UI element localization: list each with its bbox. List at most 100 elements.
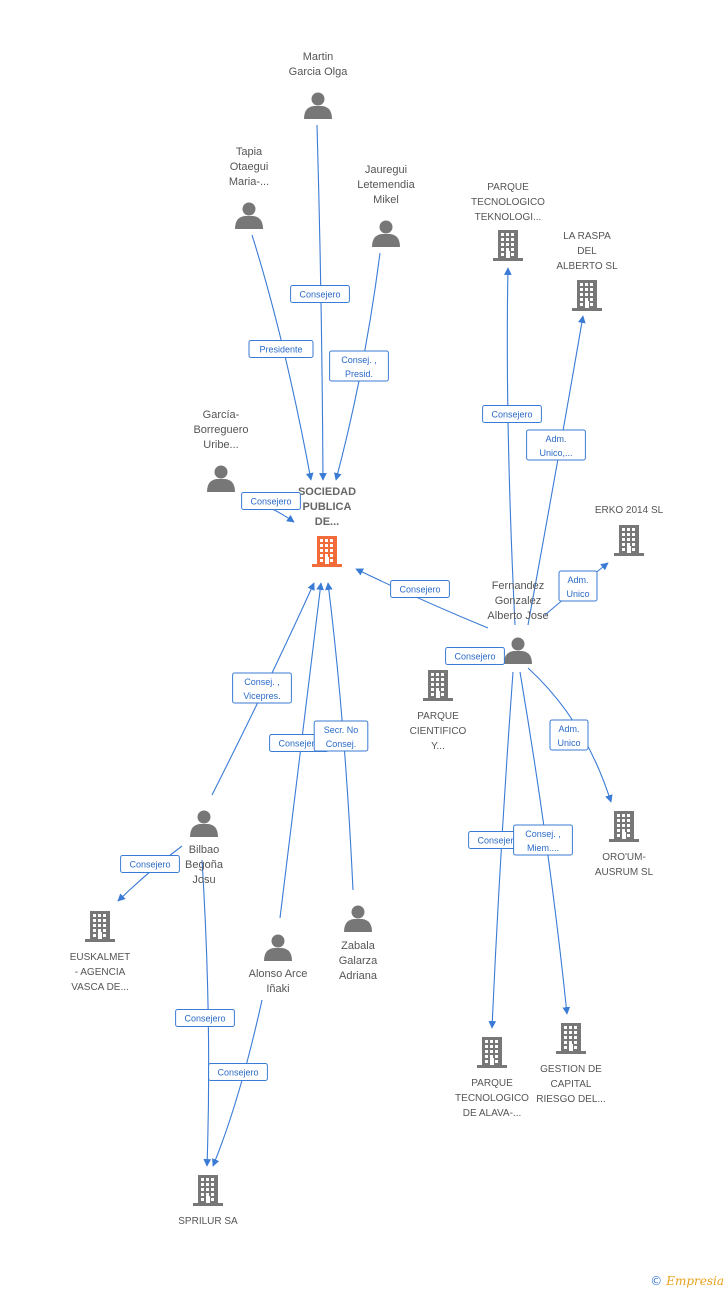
- building-window: [590, 298, 593, 301]
- edge-label[interactable]: Consejero: [241, 492, 301, 510]
- building-window: [436, 683, 439, 686]
- node-label-line: Uribe...: [203, 439, 238, 451]
- building-window: [564, 1046, 567, 1049]
- building-window: [330, 549, 333, 552]
- building-window: [103, 929, 106, 932]
- building-window: [622, 533, 625, 536]
- edge-label-box: [232, 672, 292, 704]
- edge-label-box: [558, 570, 598, 602]
- building-window: [627, 533, 630, 536]
- edge-label[interactable]: Consej. ,Miem....: [513, 824, 573, 856]
- node-label-line: Gonzalez: [495, 595, 541, 607]
- building-window: [201, 1188, 204, 1191]
- node-label-line: ORO'UM-: [602, 852, 646, 863]
- person-body: [190, 824, 218, 837]
- node-parque-tek[interactable]: PARQUETECNOLOGICOTEKNOLOGI...: [471, 182, 545, 261]
- node-label-line: Letemendia: [357, 179, 415, 191]
- edge-label[interactable]: Consejero: [482, 405, 542, 423]
- edge-label[interactable]: Consejero: [208, 1063, 268, 1081]
- building-window: [330, 554, 333, 557]
- edge-label[interactable]: Consejero: [390, 580, 450, 598]
- building-window: [98, 929, 101, 932]
- building-window: [320, 559, 323, 562]
- edge-label[interactable]: Adm.Unico: [549, 719, 589, 751]
- building-window: [569, 1026, 572, 1029]
- building-window: [580, 288, 583, 291]
- building-window: [206, 1188, 209, 1191]
- node-sprilur[interactable]: SPRILUR SA: [178, 1175, 238, 1227]
- building-window: [201, 1198, 204, 1201]
- edge-label[interactable]: Consejero: [175, 1009, 235, 1027]
- building-window: [622, 824, 625, 827]
- building-window: [211, 1178, 214, 1181]
- edge-label[interactable]: Consej. ,Presid.: [329, 350, 389, 382]
- edge-label[interactable]: Consej. ,Vicepres.: [232, 672, 292, 704]
- building-window: [569, 1031, 572, 1034]
- building-window: [98, 919, 101, 922]
- node-tapia[interactable]: TapiaOtaeguiMaria-...: [229, 146, 269, 229]
- edge-label-text: Consejero: [454, 652, 495, 662]
- edge-label-text: Consejero: [299, 290, 340, 300]
- building-window: [431, 678, 434, 681]
- node-label-line: DE...: [315, 516, 339, 528]
- building-window: [622, 528, 625, 531]
- building-window: [590, 303, 593, 306]
- person-body: [207, 479, 235, 492]
- node-label-line: GESTION DE: [540, 1064, 602, 1075]
- edge-label[interactable]: Presidente: [248, 340, 314, 358]
- edge-label[interactable]: Adm.Unico,...: [526, 429, 586, 461]
- building-base: [556, 1051, 586, 1054]
- building-window: [617, 819, 620, 822]
- company-icon: [556, 1023, 586, 1054]
- building-window: [98, 914, 101, 917]
- building-window: [506, 248, 509, 251]
- edge-label[interactable]: Adm.Unico: [558, 570, 598, 602]
- edge-alonso-to-sprilur: [212, 999, 263, 1167]
- edge-label[interactable]: Consejero: [290, 285, 350, 303]
- edge-label-text: Adm.: [545, 434, 566, 444]
- building-door: [98, 932, 102, 939]
- person-body: [344, 919, 372, 932]
- building-door: [506, 251, 510, 258]
- building-window: [511, 243, 514, 246]
- building-window: [436, 688, 439, 691]
- node-erko[interactable]: ERKO 2014 SL: [595, 505, 664, 556]
- building-window: [441, 678, 444, 681]
- building-window: [501, 238, 504, 241]
- person-head: [197, 810, 211, 824]
- node-garcia[interactable]: García-BorregueroUribe...: [193, 409, 249, 492]
- building-window: [569, 1036, 572, 1039]
- building-window: [627, 829, 630, 832]
- person-head: [379, 220, 393, 234]
- company-icon: [609, 811, 639, 842]
- edge-label[interactable]: Consejero: [120, 855, 180, 873]
- building-window: [436, 678, 439, 681]
- building-window: [632, 528, 635, 531]
- building-base: [312, 564, 342, 567]
- node-orourum[interactable]: ORO'UM-AUSRUM SL: [595, 811, 654, 878]
- node-parque-cient[interactable]: PARQUECIENTIFICOY...: [410, 670, 467, 752]
- building-window: [441, 673, 444, 676]
- edge-bilbao-to-euskalmet: [117, 845, 183, 902]
- person-icon: [372, 220, 400, 247]
- building-window: [495, 1045, 498, 1048]
- person-icon: [504, 637, 532, 664]
- node-label-line: DEL: [577, 246, 597, 257]
- node-label-line: DE ALAVA-...: [463, 1108, 522, 1119]
- edge-label[interactable]: Consejero: [445, 647, 505, 665]
- building-window: [632, 533, 635, 536]
- building-window: [490, 1045, 493, 1048]
- edge-fernandez-to-parque-alava: [488, 671, 514, 1029]
- node-central[interactable]: SOCIEDADPUBLICADE...: [298, 486, 356, 567]
